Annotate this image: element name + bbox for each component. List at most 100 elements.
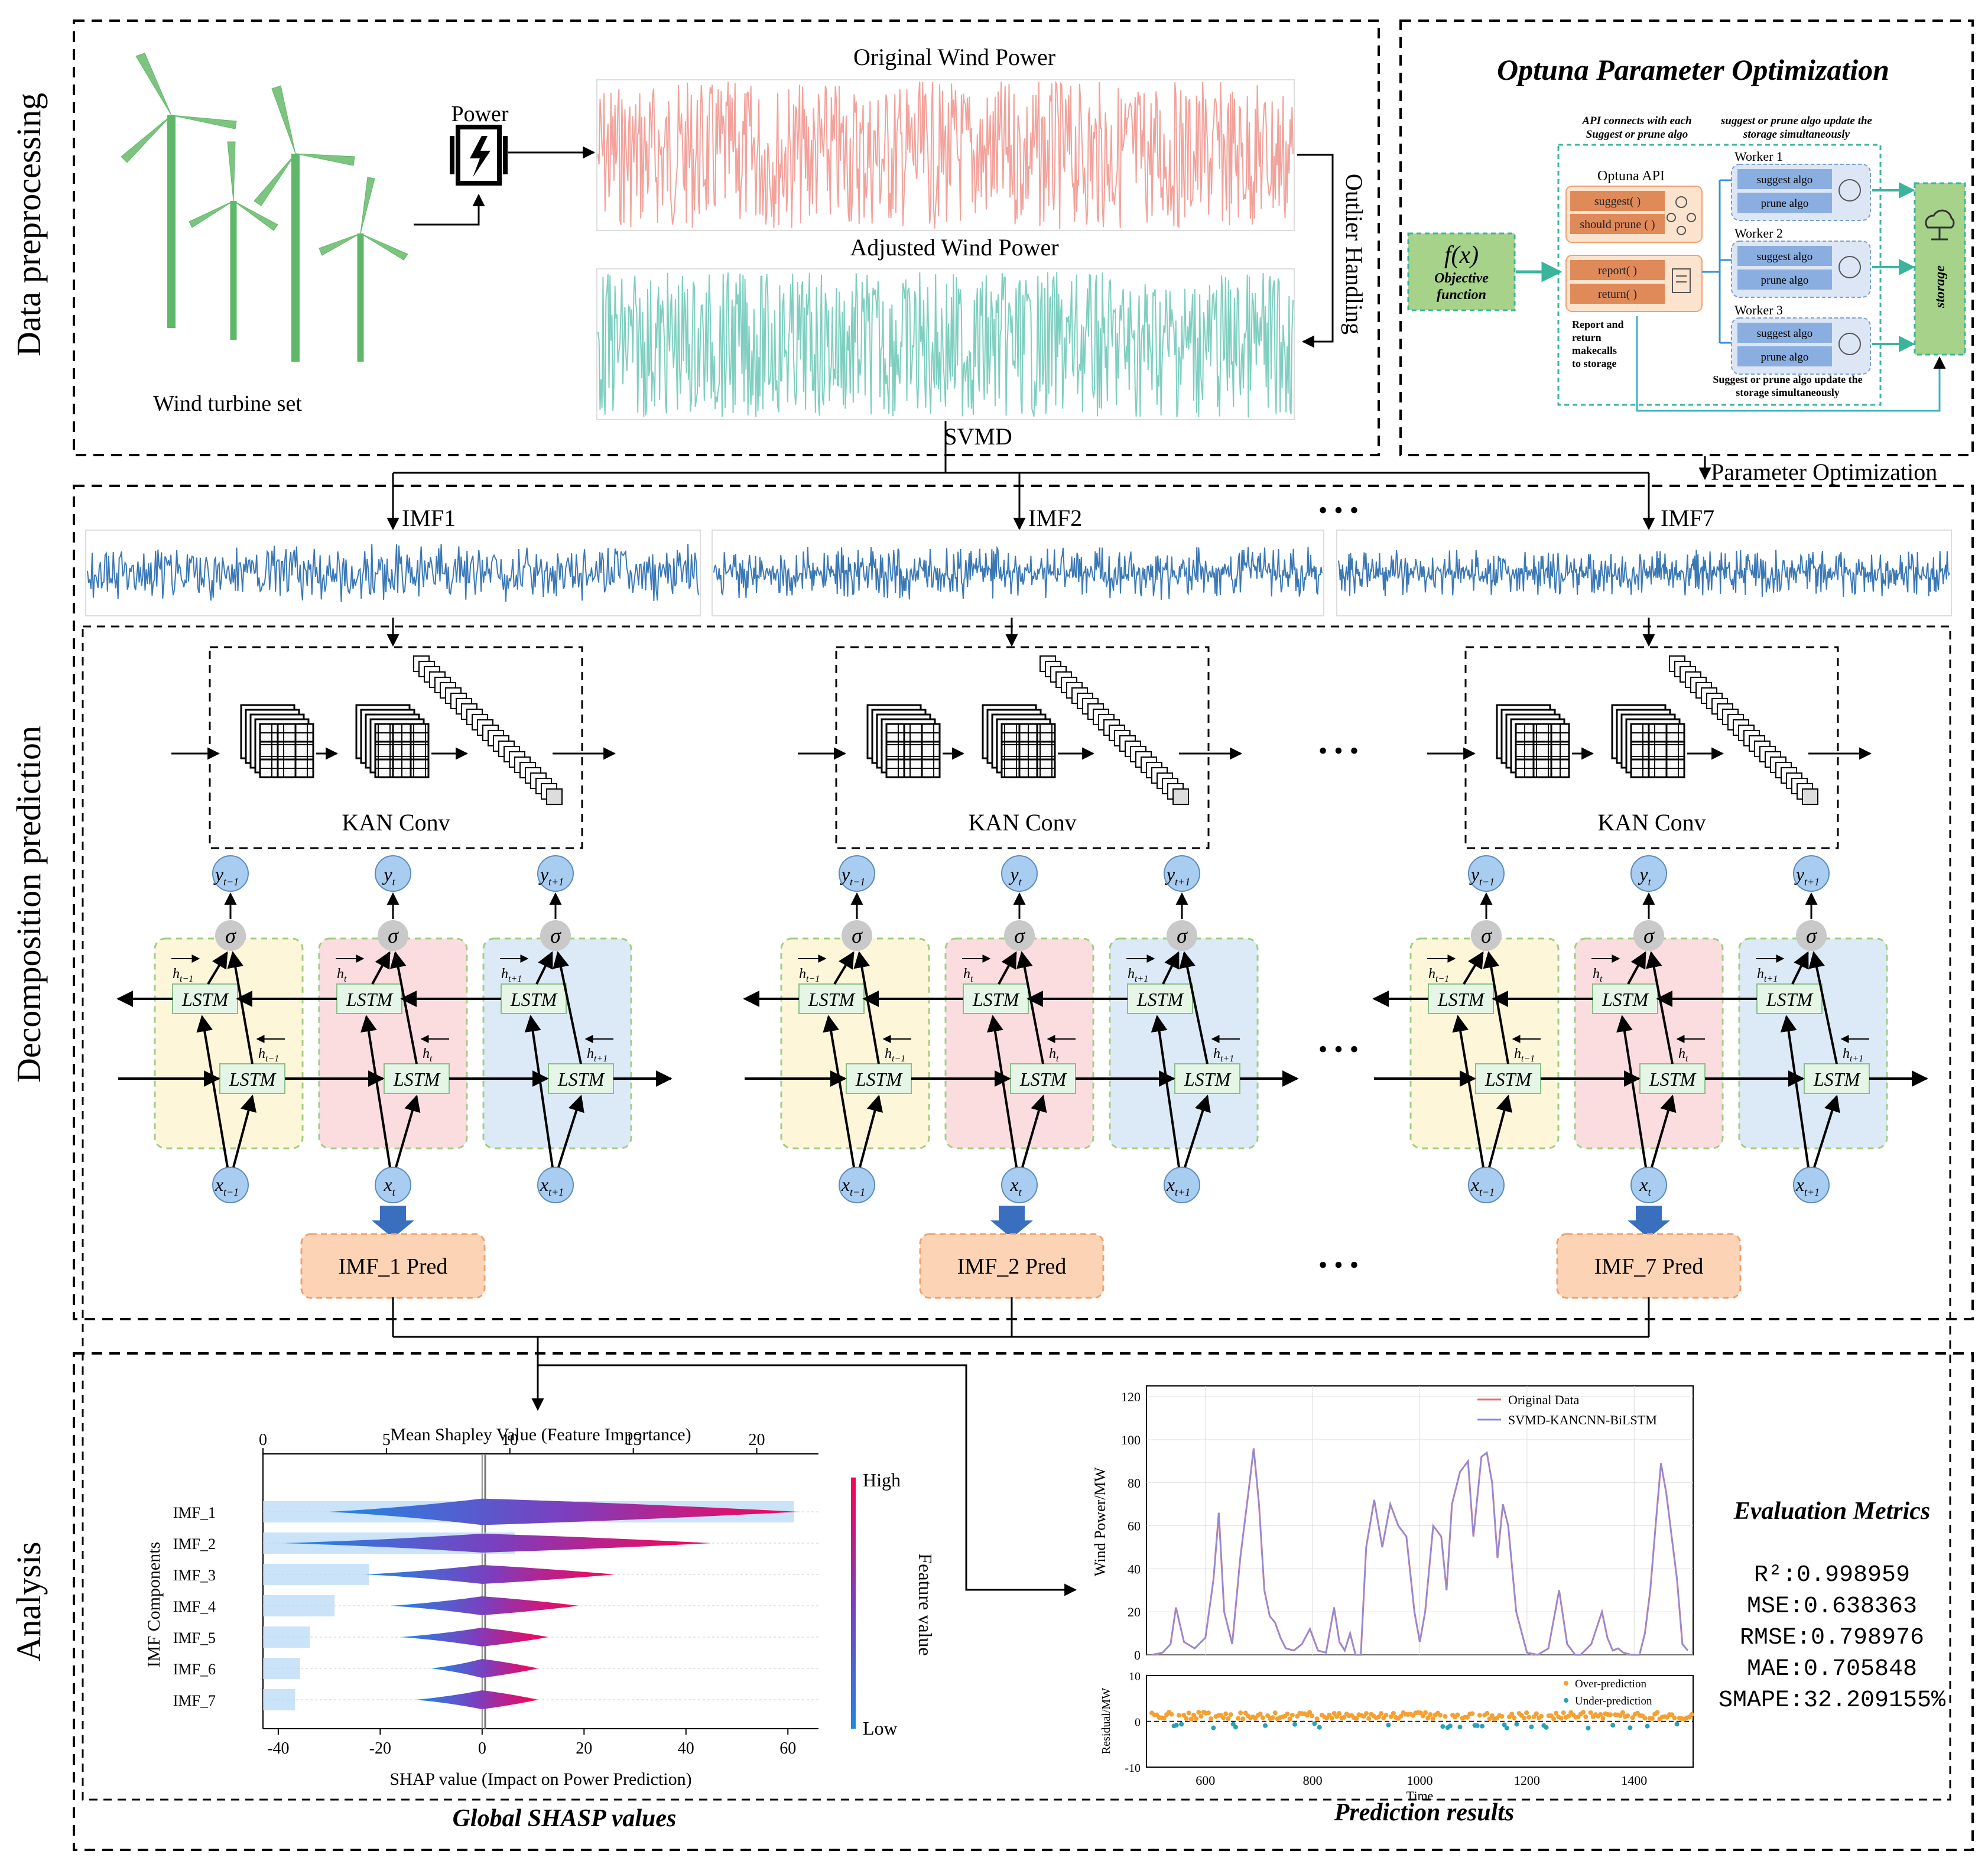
pred-x-tick: 1200 bbox=[1514, 1773, 1540, 1788]
sigma-label: σ bbox=[1014, 924, 1025, 947]
shap-mean-bar bbox=[263, 1658, 300, 1679]
shap-category-label: IMF_1 bbox=[173, 1504, 216, 1521]
model-ellipsis-lstm: • • • bbox=[1318, 1035, 1359, 1064]
shap-mean-bar bbox=[263, 1595, 334, 1616]
ellipsis-imf: • • • bbox=[1318, 496, 1359, 525]
lstm-label: LSTM bbox=[181, 989, 230, 1010]
optuna-api-label: Optuna API bbox=[1597, 168, 1665, 184]
objective-fx: f(x) bbox=[1444, 242, 1479, 269]
optuna-note-update-2: storage simultaneously bbox=[1743, 128, 1850, 141]
shap-mean-bar bbox=[263, 1626, 310, 1648]
optuna-bottom-note-2: storage simultaneously bbox=[1736, 387, 1840, 398]
resid-y-axis-label: Residual/MW bbox=[1100, 1688, 1113, 1754]
shap-bottom-tick: 20 bbox=[576, 1739, 592, 1758]
svmd-label: SVMD bbox=[944, 423, 1012, 450]
shap-top-tick: 20 bbox=[749, 1431, 765, 1449]
report-note-1: Report and bbox=[1572, 319, 1624, 330]
lstm-label: LSTM bbox=[1019, 1069, 1068, 1090]
prediction-chart: 020406080100120Original DataSVMD-KANCNN-… bbox=[1092, 1386, 1694, 1803]
shap-y-axis-label: IMF Components bbox=[144, 1542, 164, 1668]
optuna-note-api-1: API connects with each bbox=[1581, 115, 1691, 127]
shap-beeswarm bbox=[401, 1628, 548, 1647]
worker-1-label: Worker 1 bbox=[1734, 149, 1783, 164]
pred-y-tick: 20 bbox=[1128, 1605, 1141, 1619]
shap-beeswarm bbox=[391, 1596, 579, 1615]
shap-top-axis-label: Mean Shapley Value (Feature Importance) bbox=[390, 1425, 691, 1444]
section-title-preprocessing: Data preprocessing bbox=[9, 93, 48, 356]
metric-smape: SMAPE:32.209155% bbox=[1719, 1687, 1946, 1714]
optuna-note-api-2: Suggest or prune algo bbox=[1586, 128, 1688, 141]
prediction-chart-title: Prediction results bbox=[1334, 1799, 1515, 1826]
optuna-title: Optuna Parameter Optimization bbox=[1497, 53, 1889, 86]
power-meter-icon bbox=[452, 127, 505, 183]
worker-3-prune: prune algo bbox=[1761, 351, 1809, 363]
shap-summary-chart: Mean Shapley Value (Feature Importance)0… bbox=[144, 1425, 936, 1789]
optuna-bottom-note-1: Suggest or prune algo update the bbox=[1713, 374, 1862, 385]
imf-pred-label: IMF_7 Pred bbox=[1594, 1254, 1704, 1279]
objective-line2: function bbox=[1437, 287, 1486, 303]
worker-group: Worker 1 suggest algo prune algo Worker … bbox=[1732, 149, 1870, 374]
model-ellipsis-kan: • • • bbox=[1318, 736, 1359, 765]
shap-mean-bar bbox=[263, 1689, 295, 1710]
sigma-label: σ bbox=[1177, 924, 1188, 947]
power-label: Power bbox=[451, 102, 508, 126]
imf7-label: IMF7 bbox=[1661, 505, 1714, 531]
lstm-label: LSTM bbox=[1184, 1069, 1232, 1090]
section-title-decomposition: Decomposition prediction bbox=[9, 726, 48, 1083]
model-ellipsis-pred: • • • bbox=[1318, 1251, 1359, 1280]
worker-1-suggest: suggest algo bbox=[1757, 174, 1812, 186]
shap-beeswarm bbox=[416, 1690, 538, 1709]
shap-category-label: IMF_2 bbox=[173, 1535, 216, 1553]
colorbar-high-label: High bbox=[863, 1469, 901, 1491]
kan-conv-label: KAN Conv bbox=[342, 809, 450, 836]
report-note-4: to storage bbox=[1572, 358, 1616, 369]
report-note-3: makecalls bbox=[1572, 345, 1617, 356]
sigma-label: σ bbox=[1806, 924, 1817, 947]
lstm-label: LSTM bbox=[1602, 989, 1650, 1010]
lstm-label: LSTM bbox=[1649, 1069, 1697, 1090]
worker-3-label: Worker 3 bbox=[1734, 303, 1783, 317]
sigma-label: σ bbox=[225, 924, 236, 947]
pred-y-tick: 80 bbox=[1128, 1476, 1141, 1491]
legend-under: Under-prediction bbox=[1575, 1695, 1652, 1707]
outlier-handling-label: Outlier Handling bbox=[1341, 174, 1367, 335]
metric-rmse: RMSE:0.798976 bbox=[1740, 1625, 1924, 1651]
shap-beeswarm bbox=[431, 1659, 538, 1678]
adjusted-wind-power-title: Adjusted Wind Power bbox=[850, 234, 1058, 261]
shap-bottom-tick: 60 bbox=[779, 1739, 796, 1758]
shap-category-label: IMF_4 bbox=[173, 1598, 216, 1615]
section-title-analysis: Analysis bbox=[9, 1542, 48, 1662]
report-note-2: return bbox=[1572, 332, 1602, 343]
imf2-label: IMF2 bbox=[1028, 505, 1082, 531]
pred-x-tick: 1400 bbox=[1621, 1773, 1647, 1788]
model-block-3: KAN ConvLSTMLSTMσyt−1xt−1ht−1ht−1LSTMLST… bbox=[1374, 618, 1927, 1298]
objective-line1: Objective bbox=[1434, 271, 1489, 286]
lstm-label: LSTM bbox=[1484, 1069, 1533, 1090]
shap-bottom-tick: 40 bbox=[678, 1739, 694, 1758]
shap-bottom-axis-label: SHAP value (Impact on Power Prediction) bbox=[389, 1769, 691, 1789]
imf-pred-label: IMF_1 Pred bbox=[339, 1254, 448, 1279]
lstm-label: LSTM bbox=[855, 1069, 904, 1090]
sigma-label: σ bbox=[1643, 924, 1655, 947]
pred-x-tick: 800 bbox=[1303, 1773, 1323, 1788]
imf-pred-label: IMF_2 Pred bbox=[957, 1254, 1067, 1279]
shap-category-label: IMF_3 bbox=[173, 1567, 216, 1584]
imf2-plot bbox=[712, 530, 1324, 616]
shap-beeswarm bbox=[365, 1565, 615, 1584]
lstm-label: LSTM bbox=[1136, 989, 1185, 1010]
wind-turbine-icon bbox=[121, 53, 408, 362]
turbine-label: Wind turbine set bbox=[153, 391, 302, 416]
feature-value-label: Feature value bbox=[915, 1553, 936, 1655]
metric-mae: MAE:0.705848 bbox=[1747, 1656, 1917, 1683]
pred-y-tick: 40 bbox=[1128, 1561, 1141, 1576]
pred-y-tick: 120 bbox=[1121, 1389, 1141, 1404]
suggest-call-label: suggest( ) bbox=[1594, 195, 1641, 208]
should-prune-label: should prune ( ) bbox=[1580, 218, 1655, 231]
legend-original: Original Data bbox=[1508, 1392, 1580, 1407]
lstm-label: LSTM bbox=[808, 989, 856, 1010]
kan-conv-label: KAN Conv bbox=[968, 809, 1076, 836]
storage-label: storage bbox=[1932, 265, 1948, 309]
shap-colorbar bbox=[851, 1478, 856, 1729]
shap-bottom-tick: -20 bbox=[369, 1739, 391, 1758]
